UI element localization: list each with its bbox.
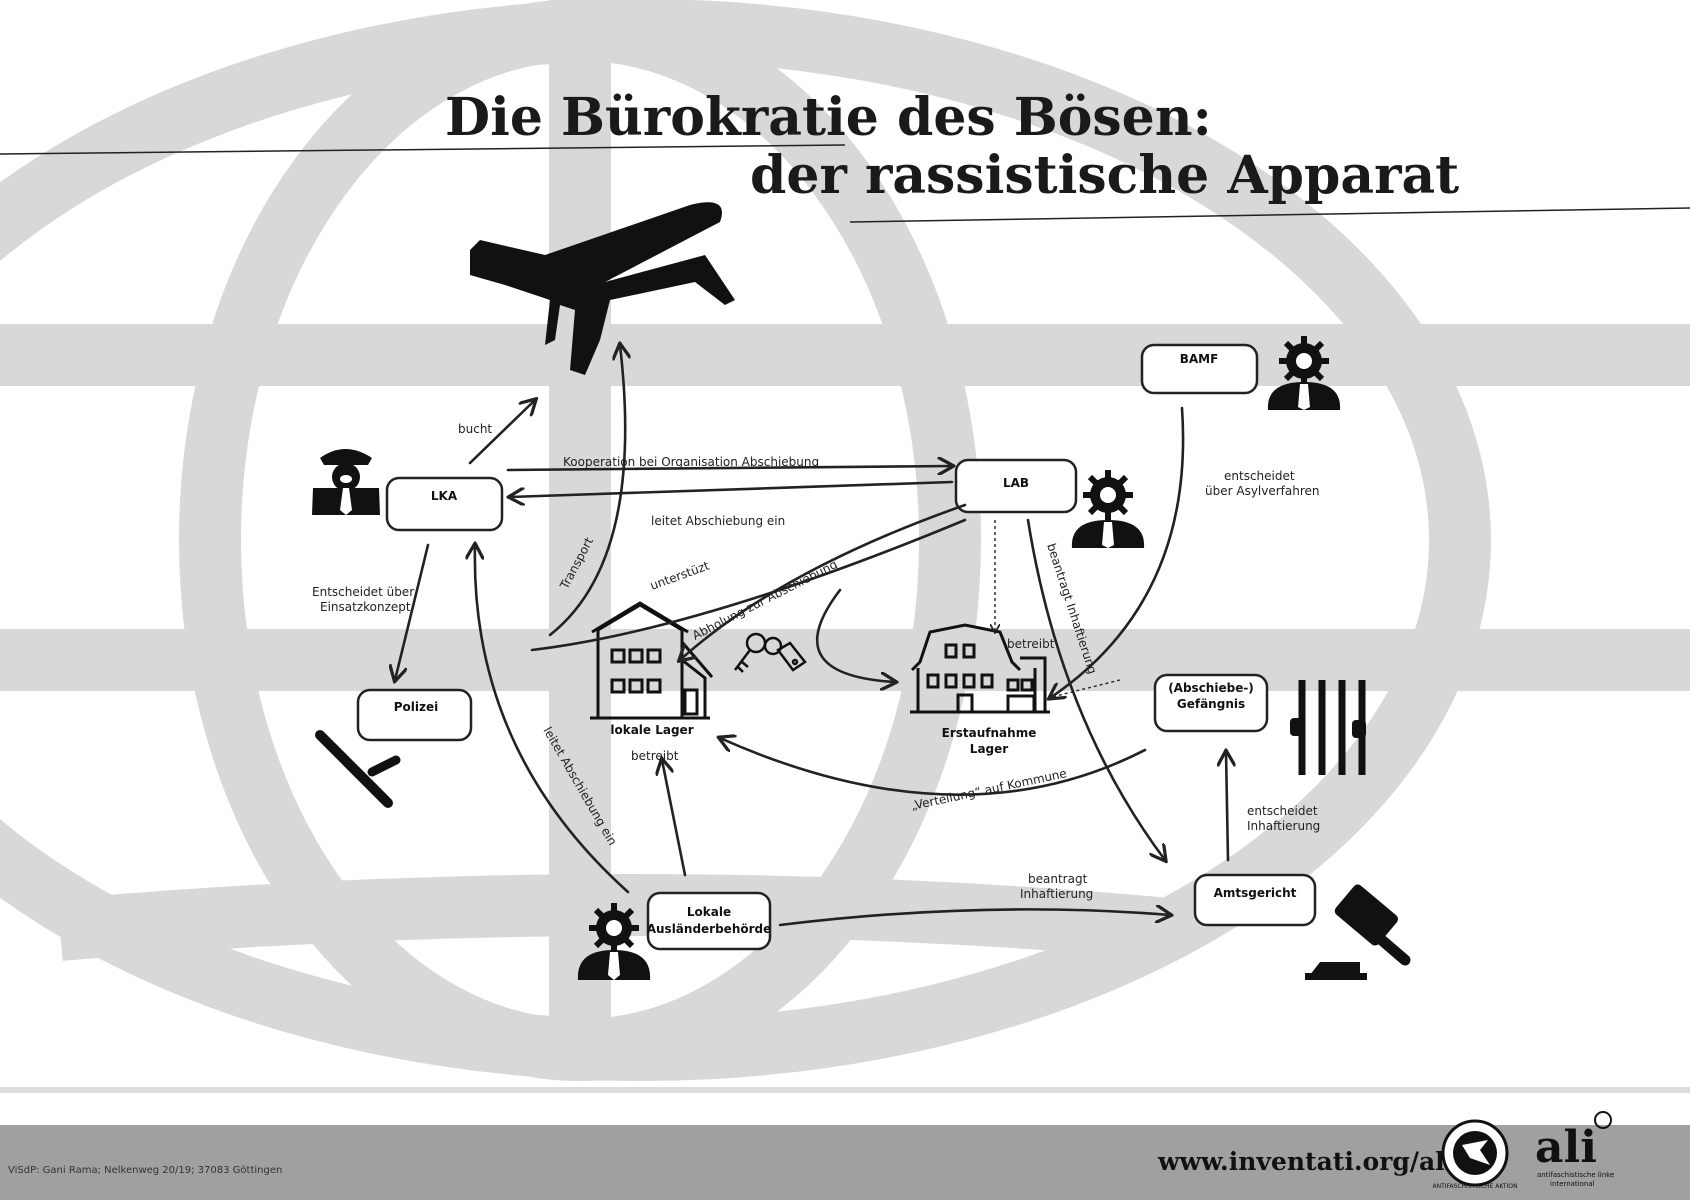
footer: ViSdP: Gani Rama; Nelkenweg 20/19; 37083…: [0, 1087, 1690, 1200]
ali-logo-text: ali: [1535, 1122, 1597, 1173]
edge-kooperation: [506, 466, 952, 470]
title-line-2: der rassistische Apparat: [750, 145, 1459, 206]
label-entscheidet-asyl-2: über Asylverfahren: [1205, 484, 1320, 498]
edge-lab-to-erstaufnahme-curve: [815, 588, 895, 682]
edge-entscheidet-einsatz: [395, 543, 430, 680]
title-rule-1: [0, 144, 846, 155]
antifa-logo-text: ANTIFASCHISTISCHE AKTION: [1433, 1183, 1518, 1190]
label-entscheidet-inhaft-2: Inhaftierung: [1247, 819, 1320, 833]
keys-icon: [734, 632, 807, 673]
label-betreibt-erst: betreibt: [1007, 637, 1055, 651]
edge-unterstuetzt: [530, 518, 967, 652]
prison-bars-icon: [1290, 680, 1366, 775]
label-unterstuetzt: unterstüzt: [648, 558, 711, 592]
erstaufnahme-label-2: Lager: [970, 742, 1008, 756]
label-entscheidet-asyl-1: entscheidet: [1224, 469, 1295, 483]
edge-abholung: [680, 503, 967, 660]
footer-visdp: ViSdP: Gani Rama; Nelkenweg 20/19; 37083…: [8, 1165, 282, 1176]
globe-background: [0, 0, 1690, 1081]
antifa-logo-icon: ANTIFASCHISTISCHE AKTION: [1433, 1119, 1518, 1190]
node-bamf: BAMF: [1140, 343, 1259, 395]
edge-bamf: [1050, 406, 1185, 698]
edge-leitet-ein-lokal: [475, 545, 630, 894]
ali-globe-icon: [1594, 1111, 1612, 1129]
label-entscheidet-einsatz-1: Entscheidet über: [312, 585, 414, 599]
lokale-lager-house-icon: [590, 601, 714, 720]
police-officer-icon: [312, 449, 380, 515]
title: Die Bürokratie des Bösen: der rassistisc…: [0, 87, 1690, 223]
node-gefaengnis-label-1: (Abschiebe-): [1168, 681, 1254, 695]
ali-logo-sub-1: antifaschistische linke: [1537, 1171, 1614, 1179]
edge-beantragt-inhaftierung: [778, 909, 1170, 927]
edges: [395, 345, 1228, 927]
node-polizei: Polizei: [356, 688, 473, 742]
edge-lka-bucht: [468, 400, 535, 465]
node-gefaengnis: (Abschiebe-) Gefängnis: [1153, 673, 1269, 733]
edge-entscheidet-inhaftierung: [1226, 752, 1228, 862]
official-gear-icon-bamf: [1267, 336, 1341, 410]
title-line-1: Die Bürokratie des Bösen:: [445, 87, 1212, 148]
footer-url: www.inventati.org/ali: [1157, 1147, 1454, 1176]
gavel-icon: [1305, 884, 1411, 980]
node-auslaenderbehoerde-label-1: Lokale: [687, 905, 731, 919]
lokale-lager-label: lokale Lager: [610, 723, 693, 737]
label-kooperation: Kooperation bei Organisation Abschiebung: [563, 455, 819, 469]
official-gear-icon-lab: [1071, 470, 1145, 548]
label-leitet-ein: leitet Abschiebung ein: [651, 514, 785, 528]
label-beantragt-inhaft-2: Inhaftierung: [1020, 887, 1093, 901]
node-amtsgericht-label: Amtsgericht: [1214, 886, 1297, 900]
node-amtsgericht: Amtsgericht: [1193, 873, 1317, 927]
label-betreibt-lokal: betreibt: [631, 749, 679, 763]
erstaufnahme-house-icon: [910, 623, 1050, 714]
label-entscheidet-einsatz-2: Einsatzkonzept: [320, 600, 411, 614]
node-auslaenderbehoerde: Lokale Ausländerbehörde: [647, 891, 772, 951]
edge-betreibt-lokal: [662, 760, 687, 877]
node-bamf-label: BAMF: [1180, 352, 1219, 366]
footer-bar: [0, 1125, 1690, 1200]
label-entscheidet-inhaft-1: entscheidet: [1247, 804, 1318, 818]
node-lab: LAB: [954, 458, 1078, 514]
node-polizei-label: Polizei: [394, 700, 439, 714]
official-gear-icon-auslaenderbehoerde: [577, 903, 651, 980]
node-lab-label: LAB: [1003, 476, 1029, 490]
ali-logo: ali antifaschistische linke internationa…: [1535, 1111, 1614, 1188]
label-bucht: bucht: [458, 422, 492, 436]
node-auslaenderbehoerde-label-2: Ausländerbehörde: [647, 922, 772, 936]
label-beantragt-inhaft-1: beantragt: [1028, 872, 1088, 886]
title-rule-2: [849, 207, 1690, 223]
baton-icon: [315, 730, 401, 808]
node-lka: LKA: [385, 476, 504, 532]
edge-verteilung: [720, 738, 1147, 796]
node-gefaengnis-label-2: Gefängnis: [1177, 697, 1245, 711]
airplane-icon: [470, 202, 735, 375]
ali-logo-sub-2: international: [1550, 1180, 1595, 1188]
edge-leitet-ein: [510, 480, 954, 497]
erstaufnahme-label-1: Erstaufnahme: [942, 726, 1037, 740]
edge-beantragt-inhaftierung-lab: [1026, 518, 1165, 860]
edge-transport: [548, 345, 625, 637]
node-lka-label: LKA: [431, 489, 458, 503]
